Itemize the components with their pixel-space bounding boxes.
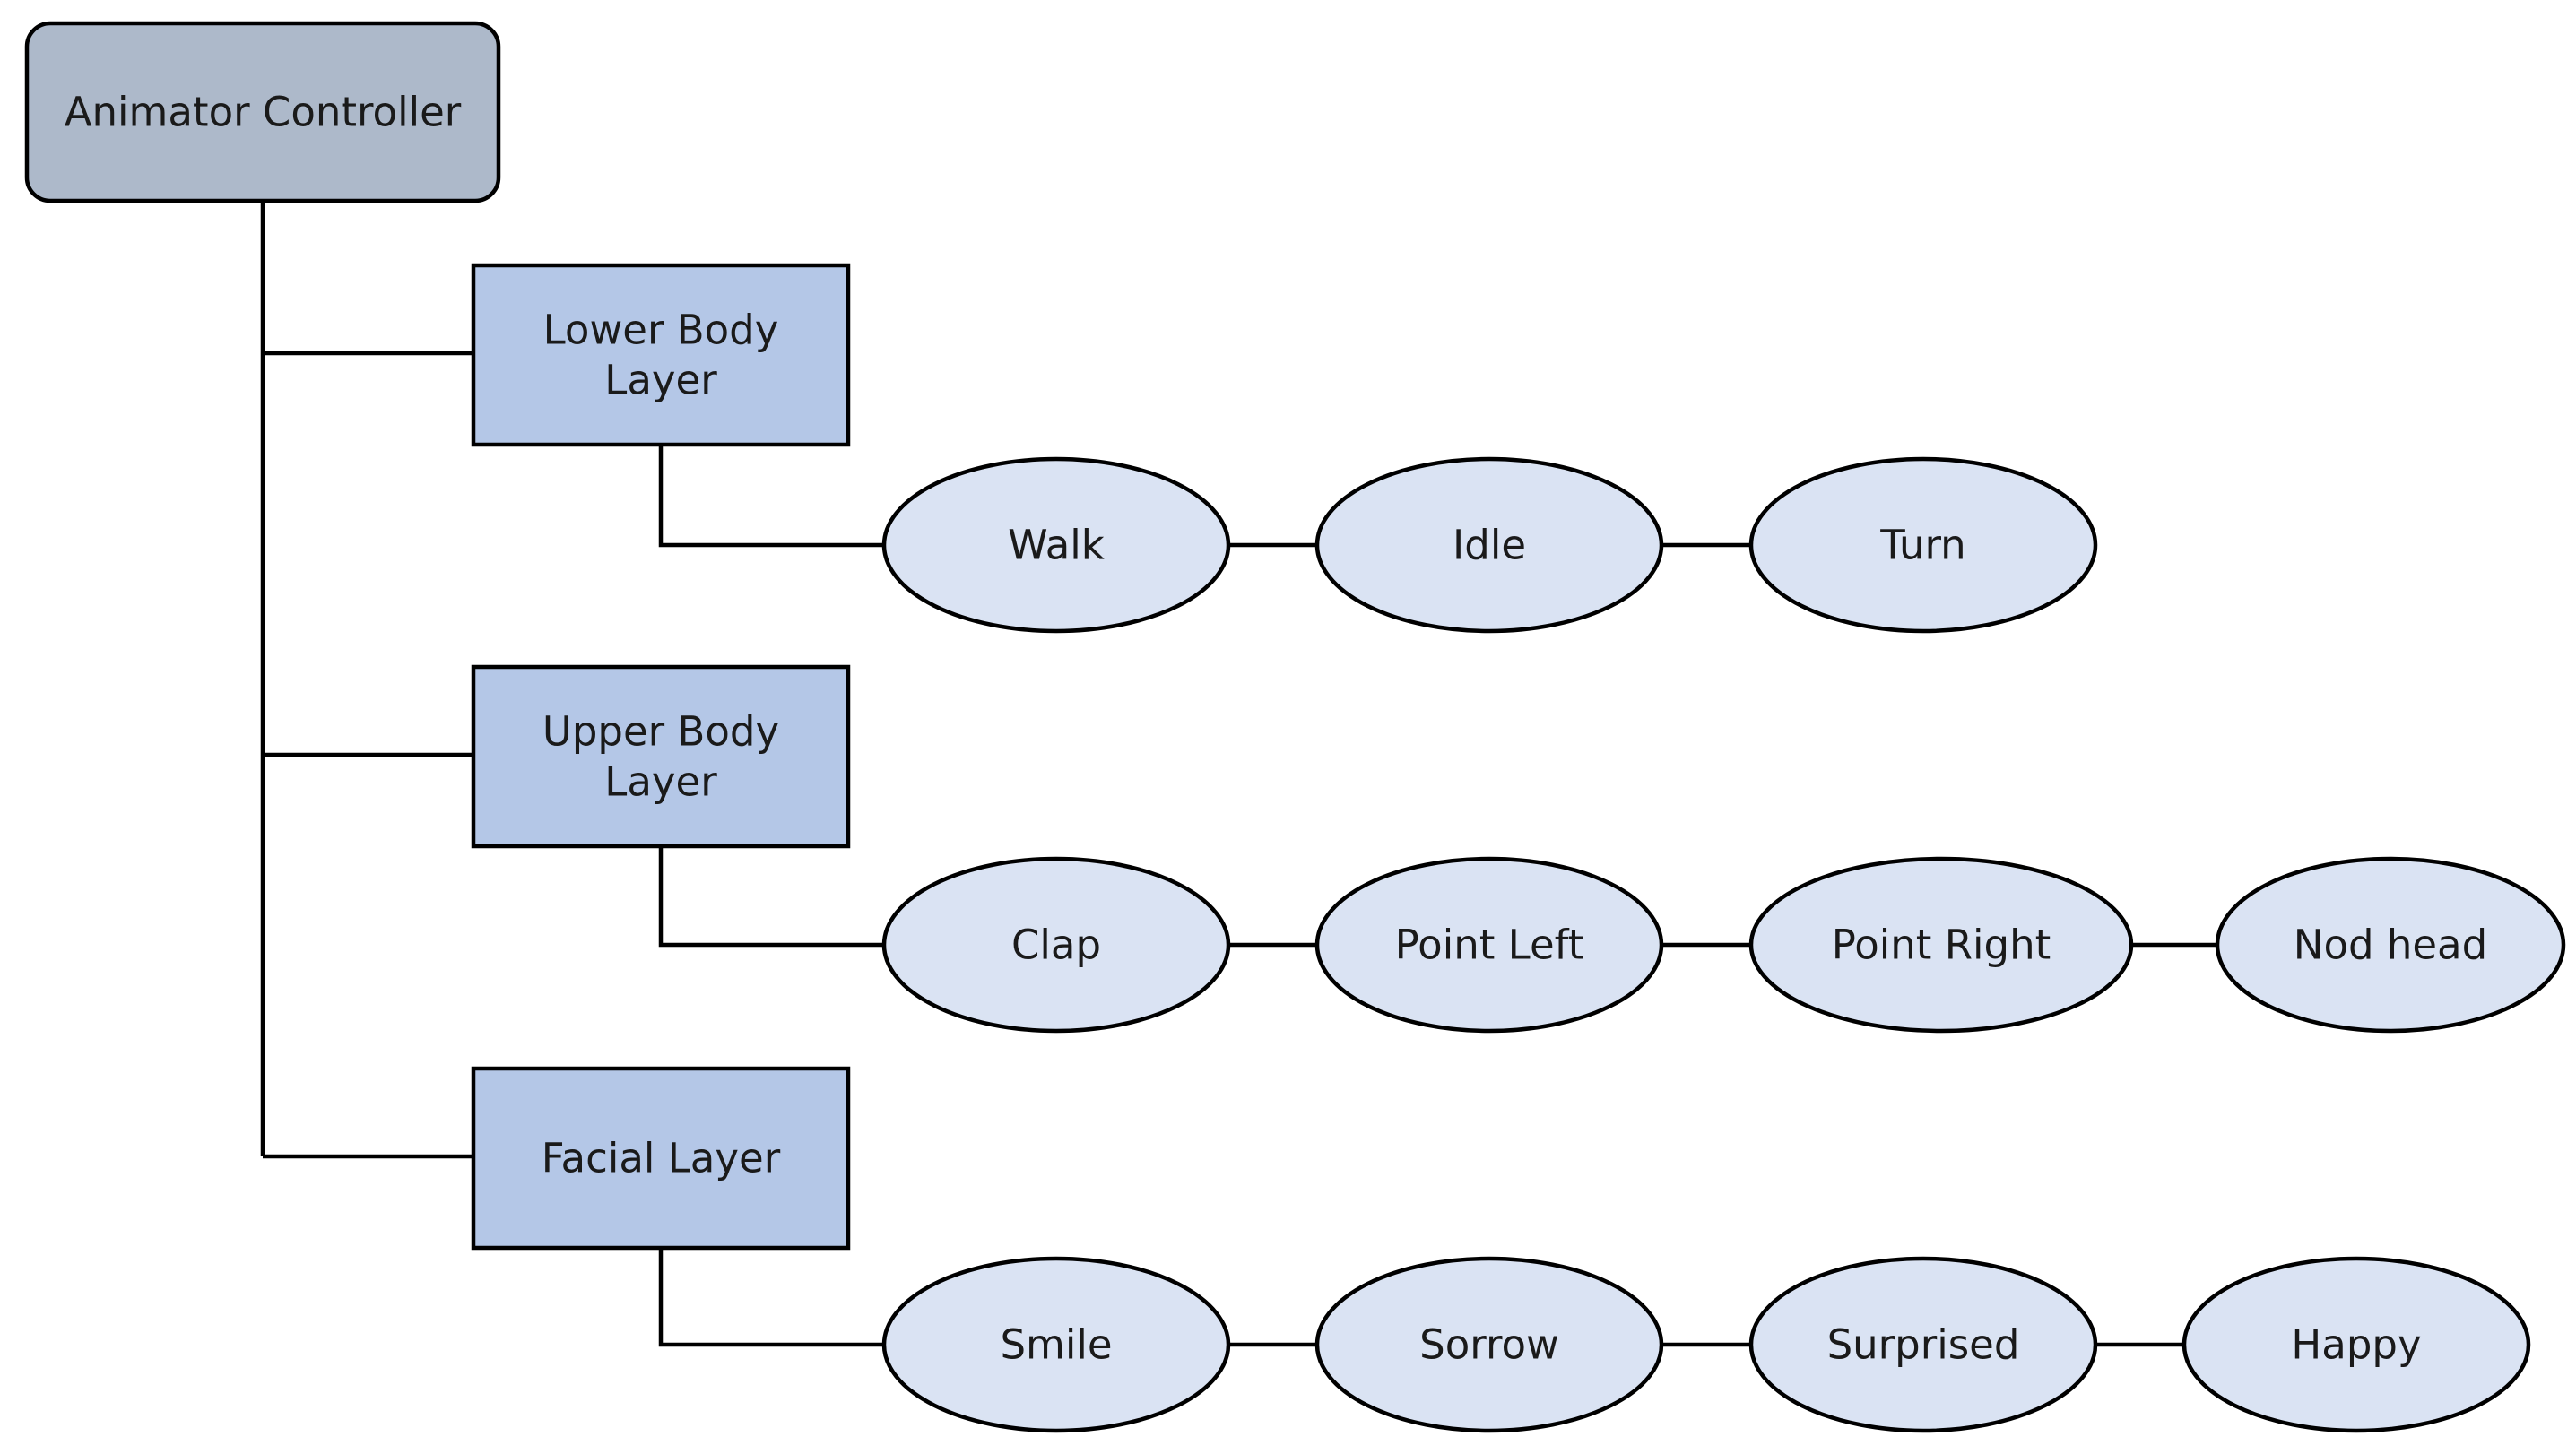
lower-body-to-states-connector [658, 445, 883, 548]
state-node: Smile [881, 1256, 1231, 1433]
layer-node-label-line-1: Lower Body [543, 307, 779, 354]
state-node: Clap [881, 856, 1231, 1034]
state-nodes-facial: Smile Sorrow Surprised Happy [881, 1256, 2531, 1433]
state-node-label: Clap [1011, 922, 1101, 969]
layer-node-label: Facial Layer [542, 1135, 781, 1182]
layer-node-upper-body: Upper Body Layer [471, 664, 851, 849]
state-node-label: Smile [1000, 1321, 1112, 1369]
layer-node-box [471, 664, 851, 849]
state-node-label: Nod head [2294, 922, 2487, 969]
state-node-label: Point Left [1395, 922, 1584, 969]
state-node: Idle [1314, 456, 1664, 634]
state-node-label: Sorrow [1419, 1321, 1559, 1369]
state-node-label: Surprised [1827, 1321, 2020, 1369]
state-node-ellipse [1748, 1256, 2098, 1433]
layer-node-box [471, 1066, 851, 1251]
state-node: Surprised [1748, 1256, 2098, 1433]
state-node-ellipse [1314, 1256, 1664, 1433]
facial-to-states-connector [658, 1248, 883, 1347]
state-node: Turn [1748, 456, 2098, 634]
state-node-ellipse [881, 1256, 1231, 1433]
layer-node-box [471, 263, 851, 447]
connectors [260, 201, 2217, 1347]
state-node: Sorrow [1314, 1256, 1664, 1433]
layer-node-lower-body: Lower Body Layer [471, 263, 851, 447]
state-node-ellipse [1748, 456, 2098, 634]
state-node-label: Point Right [1832, 922, 2051, 969]
state-node: Point Right [1748, 856, 2134, 1034]
layer-node-label-line-2: Layer [604, 357, 717, 404]
state-node: Nod head [2215, 856, 2566, 1034]
state-node-ellipse [881, 456, 1231, 634]
state-node-ellipse [881, 856, 1231, 1034]
root-node: Animator Controller [24, 21, 501, 203]
layer-node-label-line-2: Layer [604, 758, 717, 806]
state-node-ellipse [1748, 856, 2134, 1034]
root-node-box [24, 21, 501, 203]
state-node-label: Walk [1008, 522, 1105, 569]
layer-node-facial: Facial Layer [471, 1066, 851, 1251]
state-node-label: Idle [1453, 522, 1526, 569]
state-node: Walk [881, 456, 1231, 634]
state-node-ellipse [1314, 856, 1664, 1034]
state-node-ellipse [2181, 1256, 2531, 1433]
layer-node-label-line-1: Upper Body [542, 708, 779, 756]
state-node: Happy [2181, 1256, 2531, 1433]
root-node-label: Animator Controller [65, 89, 462, 136]
state-nodes-upper-body: Clap Point Left Point Right Nod head [881, 856, 2566, 1034]
state-node-ellipse [2215, 856, 2566, 1034]
upper-body-to-states-connector [658, 846, 883, 948]
state-node: Point Left [1314, 856, 1664, 1034]
state-node-label: Happy [2291, 1321, 2421, 1369]
state-node-label: Turn [1879, 522, 1965, 569]
state-nodes-lower-body: Walk Idle Turn [881, 456, 2098, 634]
state-node-ellipse [1314, 456, 1664, 634]
